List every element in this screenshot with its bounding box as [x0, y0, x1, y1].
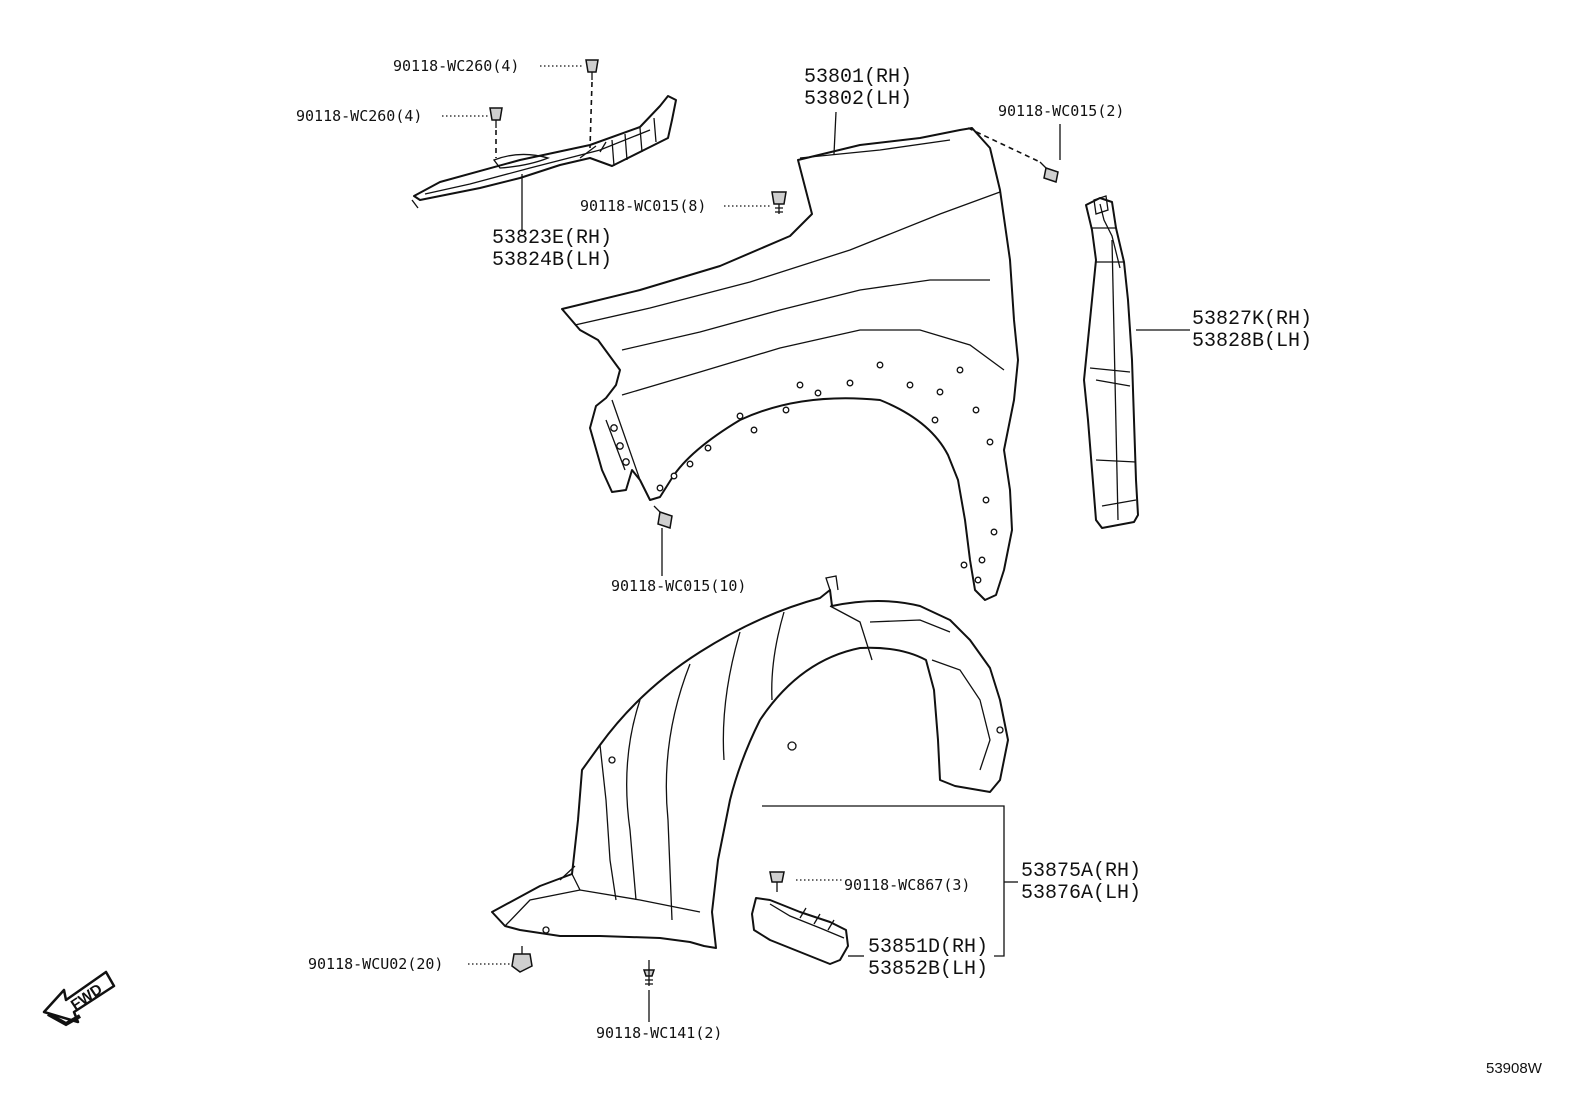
label-wc015-10: 90118-WC015(10): [611, 577, 746, 595]
fwd-arrow-icon: FWD: [42, 970, 116, 1027]
label-mud-guard-lh: 53852B(LH): [868, 958, 988, 981]
screw-wc141-2-icon: [642, 960, 656, 986]
label-fender-seal-lh: 53828B(LH): [1192, 330, 1312, 353]
fastener-symbols: [489, 59, 1059, 986]
label-cowl-seal-lh: 53824B(LH): [492, 249, 612, 272]
bolt-wc015-2-icon: [1039, 161, 1059, 183]
clip-wcu02-20-icon: [511, 946, 533, 973]
cowl-side-seal-part: [411, 95, 677, 209]
label-wc867-3: 90118-WC867(3): [844, 876, 970, 894]
label-liner-rh: 53875A(RH): [1021, 860, 1141, 883]
bolt-wc015-10-icon: [653, 505, 673, 529]
label-wc260-lower: 90118-WC260(4): [296, 107, 422, 125]
label-liner-lh: 53876A(LH): [1021, 882, 1141, 905]
bolt-wc015-8-icon: [771, 191, 787, 214]
fender-mount-holes: [610, 361, 998, 584]
label-cowl-seal-rh: 53823E(RH): [492, 227, 612, 250]
leader-lines: [442, 65, 1190, 1022]
label-fender-seal-rh: 53827K(RH): [1192, 308, 1312, 331]
label-fender-rh: 53801(RH): [804, 66, 912, 89]
label-mud-guard-rh: 53851D(RH): [868, 936, 988, 959]
label-wc015-8: 90118-WC015(8): [580, 197, 706, 215]
diagram-id: 53908W: [1486, 1060, 1543, 1077]
clip-wc260-lower-icon: [489, 107, 503, 128]
front-fender-part: [561, 127, 1019, 601]
fender-seal-part: [1083, 195, 1139, 529]
label-wc141-2: 90118-WC141(2): [596, 1024, 722, 1042]
mud-guard-part: [751, 897, 849, 965]
label-wcu02-20: 90118-WCU02(20): [308, 955, 443, 973]
clip-wc867-3-icon: [769, 871, 785, 892]
clip-wc260-upper-icon: [585, 59, 599, 80]
label-fender-lh: 53802(LH): [804, 88, 912, 111]
label-wc260-upper: 90118-WC260(4): [393, 57, 519, 75]
part-labels: 90118-WC260(4) 90118-WC260(4) 53801(RH) …: [296, 57, 1543, 1077]
fender-liner-part: [491, 575, 1009, 949]
label-wc015-2: 90118-WC015(2): [998, 102, 1124, 120]
